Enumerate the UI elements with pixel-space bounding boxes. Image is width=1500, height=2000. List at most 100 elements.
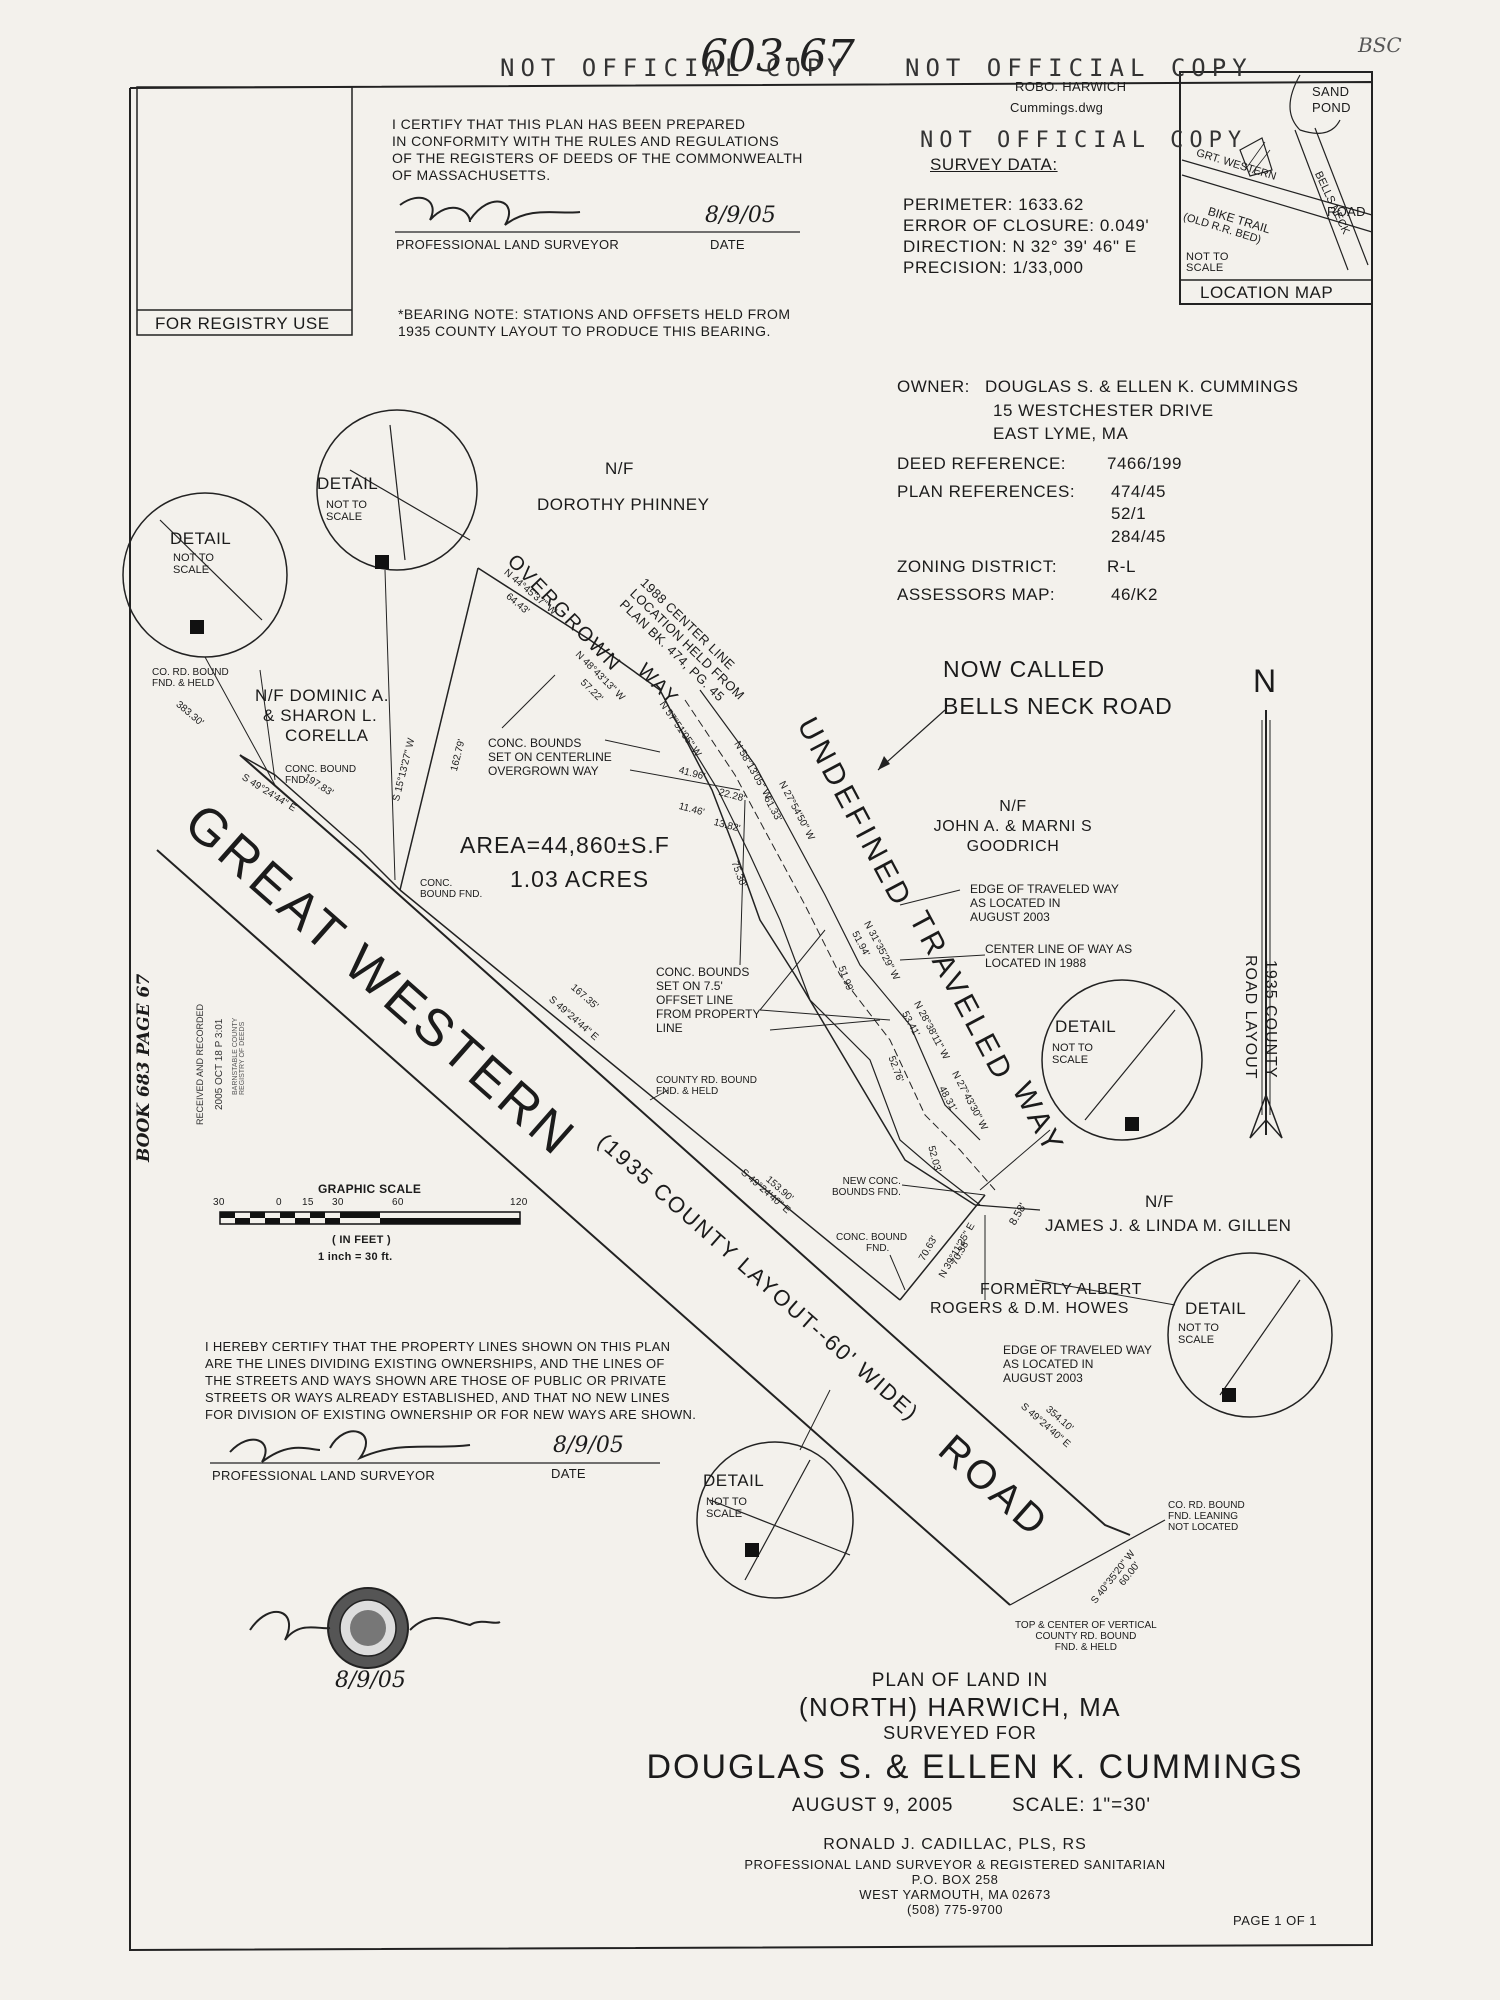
goodrich-line: JOHN A. & MARNI S — [933, 818, 1093, 835]
co-rd-leaning-callout: CO. RD. BOUND FND. LEANING NOT LOCATED — [1168, 1500, 1245, 1533]
nts-line: SCALE — [1052, 1054, 1089, 1066]
title-line-1: PLAN OF LAND IN — [871, 1670, 1049, 1691]
cert-line: OF MASSACHUSETTS. — [392, 167, 551, 183]
survey-data: PERIMETER: 1633.62 ERROR OF CLOSURE: 0.0… — [903, 194, 1149, 278]
location-map-nts: NOT TO SCALE — [1186, 251, 1229, 274]
callout-line: OVERGROWN WAY — [488, 764, 599, 778]
callout-line: LINE — [656, 1021, 683, 1035]
rogers-abutter: FORMERLY ALBERT ROGERS & D.M. HOWES — [930, 1280, 1142, 1318]
assessors-label: ASSESSORS MAP: — [897, 585, 1056, 604]
scale-tick: 0 — [276, 1197, 282, 1208]
callout-line: CENTER LINE OF WAY AS — [985, 942, 1133, 956]
location-map-title: LOCATION MAP — [1200, 283, 1334, 302]
rogers-line: ROGERS & D.M. HOWES — [930, 1300, 1129, 1317]
conc-bounds-centerline-callout: CONC. BOUNDS SET ON CENTERLINE OVERGROWN… — [488, 736, 612, 778]
scale-inch: 1 inch = 30 ft. — [318, 1251, 393, 1263]
not-official-stamp: NOT OFFICIAL COPY — [905, 54, 1253, 82]
nts-line: SCALE — [173, 564, 210, 576]
bottom-date-label: DATE — [551, 1466, 586, 1481]
bottom-certification: I HEREBY CERTIFY THAT THE PROPERTY LINES… — [205, 1338, 696, 1423]
cert-line: I CERTIFY THAT THIS PLAN HAS BEEN PREPAR… — [392, 116, 746, 132]
cert-line: FOR DIVISION OF EXISTING OWNERSHIP OR FO… — [205, 1407, 697, 1422]
plan-number: 603-67 — [700, 31, 855, 82]
conc-bound-fnd-callout-2: CONC. BOUND FND. — [420, 878, 483, 900]
bearing-note-line: *BEARING NOTE: STATIONS AND OFFSETS HELD… — [398, 306, 791, 322]
callout-line: FND. LEANING — [1168, 1511, 1239, 1522]
callout-line: FND. — [866, 1243, 890, 1254]
callout-line: AS LOCATED IN — [1003, 1357, 1094, 1371]
callout-line: CONC. BOUNDS — [488, 736, 582, 750]
file-name: ROBO. HARWICH — [1015, 79, 1127, 94]
initials: BSC — [1358, 33, 1402, 57]
callout-line: FND. — [285, 775, 309, 786]
recording-time-stamp: 2005 OCT 18 P 3:01 — [214, 1018, 225, 1110]
registry-use-label: FOR REGISTRY USE — [155, 314, 330, 333]
callout-line: FND. & HELD — [656, 1086, 719, 1097]
detail-label: DETAIL — [703, 1471, 765, 1490]
received-recorded-stamp: RECEIVED AND RECORDED — [195, 1003, 205, 1125]
nts-line: NOT TO — [1178, 1322, 1219, 1334]
gillen-nf: N/F — [1145, 1192, 1174, 1211]
nts-line: SCALE — [326, 511, 363, 523]
top-signature-date: 8/9/05 — [705, 203, 776, 228]
survey-data-title: SURVEY DATA: — [930, 155, 1058, 174]
date-label: DATE — [710, 237, 745, 252]
owner-label: OWNER: — [897, 377, 970, 396]
title-line-2: (NORTH) HARWICH, MA — [798, 1692, 1122, 1722]
scale-tick: 60 — [392, 1197, 404, 1208]
nts-line: SCALE — [1178, 1334, 1215, 1346]
nts-line: SCALE — [706, 1508, 743, 1520]
title-line-3: SURVEYED FOR — [883, 1723, 1037, 1743]
not-official-stamp: NOT OFFICIAL COPY — [500, 54, 848, 82]
co-rd-bound-callout: CO. RD. BOUND FND. & HELD — [152, 667, 229, 689]
conc-bound-fnd-callout-3: CONC. BOUND FND. — [836, 1232, 907, 1254]
bottom-signature-date: 8/9/05 — [553, 1433, 624, 1458]
surveyor-role: PROFESSIONAL LAND SURVEYOR — [396, 237, 620, 252]
bells-neck-road-label: BELLS NECK ROAD — [943, 693, 1173, 719]
callout-line: NOT LOCATED — [1168, 1522, 1239, 1533]
area-acres: 1.03 ACRES — [510, 866, 650, 892]
cert-line: I HEREBY CERTIFY THAT THE PROPERTY LINES… — [205, 1339, 671, 1354]
plan-reference: 284/45 — [1111, 527, 1166, 546]
callout-line: SET ON 7.5' — [656, 979, 723, 993]
surveyor-city: WEST YARMOUTH, MA 02673 — [859, 1887, 1051, 1902]
corella-line: & SHARON L. — [263, 706, 378, 725]
callout-line: FROM PROPERTY — [656, 1007, 761, 1021]
surveyor-block: RONALD J. CADILLAC, PLS, RS PROFESSIONAL… — [640, 1836, 1340, 1917]
surveyor-title: PROFESSIONAL LAND SURVEYOR & REGISTERED … — [744, 1857, 1166, 1872]
bearing-note-line: 1935 COUNTY LAYOUT TO PRODUCE THIS BEARI… — [398, 323, 771, 339]
owner-address-2: EAST LYME, MA — [993, 424, 1129, 443]
callout-line: BOUNDS FND. — [832, 1187, 901, 1198]
bottom-surveyor-role: PROFESSIONAL LAND SURVEYOR — [212, 1468, 436, 1483]
owner-name: DOUGLAS S. & ELLEN K. CUMMINGS — [985, 377, 1299, 396]
goodrich-abutter: N/F JOHN A. & MARNI S GOODRICH — [918, 797, 1108, 857]
title-block: PLAN OF LAND IN (NORTH) HARWICH, MA SURV… — [590, 1670, 1360, 1787]
surveyor-name: RONALD J. CADILLAC, PLS, RS — [823, 1836, 1087, 1853]
scale-tick: 120 — [510, 1197, 528, 1208]
goodrich-line: N/F — [999, 798, 1027, 815]
callout-line: FND. & HELD — [152, 678, 215, 689]
callout-line: CO. RD. BOUND — [1168, 1500, 1245, 1511]
area-sqft: AREA=44,860±S.F — [460, 832, 670, 858]
callout-line: EDGE OF TRAVELED WAY — [970, 882, 1119, 896]
callout-line: AUGUST 2003 — [1003, 1371, 1083, 1385]
gillen-name: JAMES J. & LINDA M. GILLEN — [1045, 1216, 1292, 1235]
plan-scale: SCALE: 1"=30' — [1012, 1795, 1152, 1816]
seal-date: 8/9/05 — [335, 1668, 406, 1693]
rogers-line: FORMERLY ALBERT — [980, 1281, 1142, 1298]
assessors-map: 46/K2 — [1111, 585, 1158, 604]
scale-tick: 30 — [213, 1197, 225, 1208]
now-called-label: NOW CALLED — [943, 656, 1106, 682]
goodrich-line: GOODRICH — [966, 838, 1060, 855]
callout-line: CONC. BOUNDS — [656, 965, 750, 979]
detail-label: DETAIL — [1185, 1299, 1247, 1318]
callout-line: CONC. BOUND — [836, 1232, 908, 1243]
surveyor-po-box: P.O. BOX 258 — [911, 1872, 999, 1887]
callout-line: CO. RD. BOUND — [152, 667, 229, 678]
callout-line: TOP & CENTER OF VERTICAL — [1015, 1620, 1157, 1631]
